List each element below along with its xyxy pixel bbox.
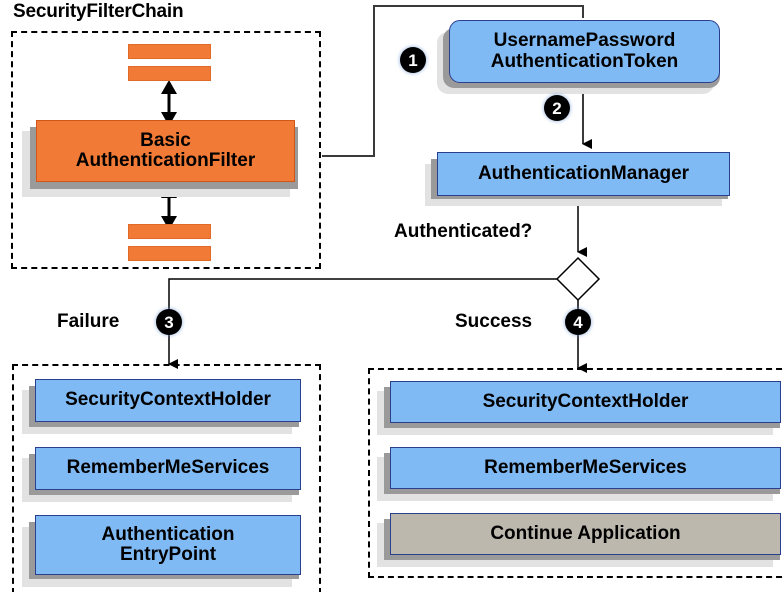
node-success-security-context-holder[interactable]: SecurityContextHolder — [390, 381, 781, 423]
continue-app-label: Continue Application — [490, 522, 681, 544]
failure-sch-label: SecurityContextHolder — [65, 389, 271, 411]
node-basic-authentication-filter[interactable]: Basic AuthenticationFilter — [36, 120, 295, 182]
node-continue-application[interactable]: Continue Application — [390, 513, 781, 555]
group-security-filter-chain — [11, 31, 321, 269]
success-sch-label: SecurityContextHolder — [482, 390, 689, 412]
node-authentication-manager[interactable]: AuthenticationManager — [437, 152, 730, 196]
step-badge-4: 4 — [565, 309, 591, 335]
node-failure-security-context-holder[interactable]: SecurityContextHolder — [35, 379, 301, 422]
node-failure-authentication-entry-point[interactable]: Authentication EntryPoint — [35, 515, 301, 575]
filter-bar-4[interactable] — [128, 246, 211, 261]
token-line1: UsernamePassword — [493, 30, 676, 52]
failure-aep-line2: EntryPoint — [119, 544, 217, 565]
basic-auth-filter-line1: Basic — [140, 129, 191, 151]
node-username-password-authentication-token[interactable]: UsernamePassword AuthenticationToken — [449, 20, 720, 83]
label-success: Success — [455, 311, 533, 332]
auth-manager-label: AuthenticationManager — [477, 162, 690, 184]
success-rms-label: RememberMeServices — [484, 456, 687, 478]
label-failure: Failure — [57, 311, 120, 332]
filter-bar-2[interactable] — [128, 66, 211, 81]
decision-diamond — [555, 256, 601, 302]
node-success-remember-me-services[interactable]: RememberMeServices — [390, 447, 781, 489]
node-failure-remember-me-services[interactable]: RememberMeServices — [35, 447, 301, 490]
failure-aep-line1: Authentication — [101, 523, 235, 545]
basic-auth-filter-line2: AuthenticationFilter — [75, 150, 256, 171]
failure-rms-label: RememberMeServices — [66, 457, 270, 479]
step-badge-3: 3 — [156, 309, 182, 335]
group-success-outcome — [368, 368, 784, 578]
step-badge-2: 2 — [544, 95, 570, 121]
label-authenticated-question: Authenticated? — [394, 221, 533, 242]
token-line2: AuthenticationToken — [490, 50, 679, 72]
group-failure-outcome — [12, 364, 321, 592]
filter-bar-1[interactable] — [128, 44, 211, 59]
step-badge-1: 1 — [400, 47, 426, 73]
filter-bar-3[interactable] — [128, 224, 211, 239]
group-title-security-filter-chain: SecurityFilterChain — [13, 1, 184, 22]
